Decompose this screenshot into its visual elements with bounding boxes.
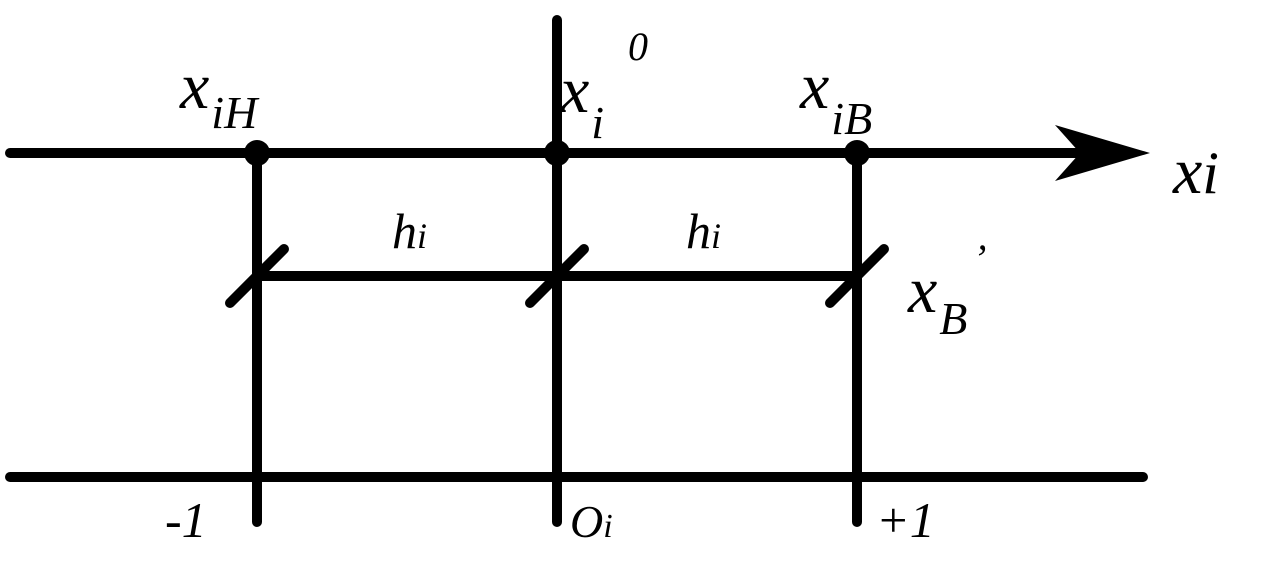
coded-minus-one: -1	[165, 492, 207, 548]
tick-slash-upper	[825, 244, 889, 308]
coded-value-prime: ’	[973, 236, 986, 281]
axis-label: xi	[1172, 135, 1219, 208]
label-center: xi	[559, 54, 604, 148]
point-dot-center	[544, 140, 570, 166]
point-dot-upper	[844, 140, 870, 166]
coded-plus-one: +1	[876, 492, 935, 548]
label-lower-limit: xiH	[179, 50, 260, 138]
interval-label-left: hi	[392, 203, 427, 259]
tick-slash-center	[525, 244, 589, 308]
natural-axis	[5, 125, 1150, 181]
coded-origin-label: Oi	[570, 496, 613, 547]
point-dot-lower	[244, 140, 270, 166]
label-center-sup: 0	[628, 24, 648, 69]
axis-arrowhead	[1055, 125, 1150, 181]
label-upper-limit: xiB	[799, 50, 872, 144]
coded-value-label: xB	[907, 254, 967, 344]
tick-slash-lower	[225, 244, 289, 308]
interval-label-right: hi	[686, 203, 721, 259]
